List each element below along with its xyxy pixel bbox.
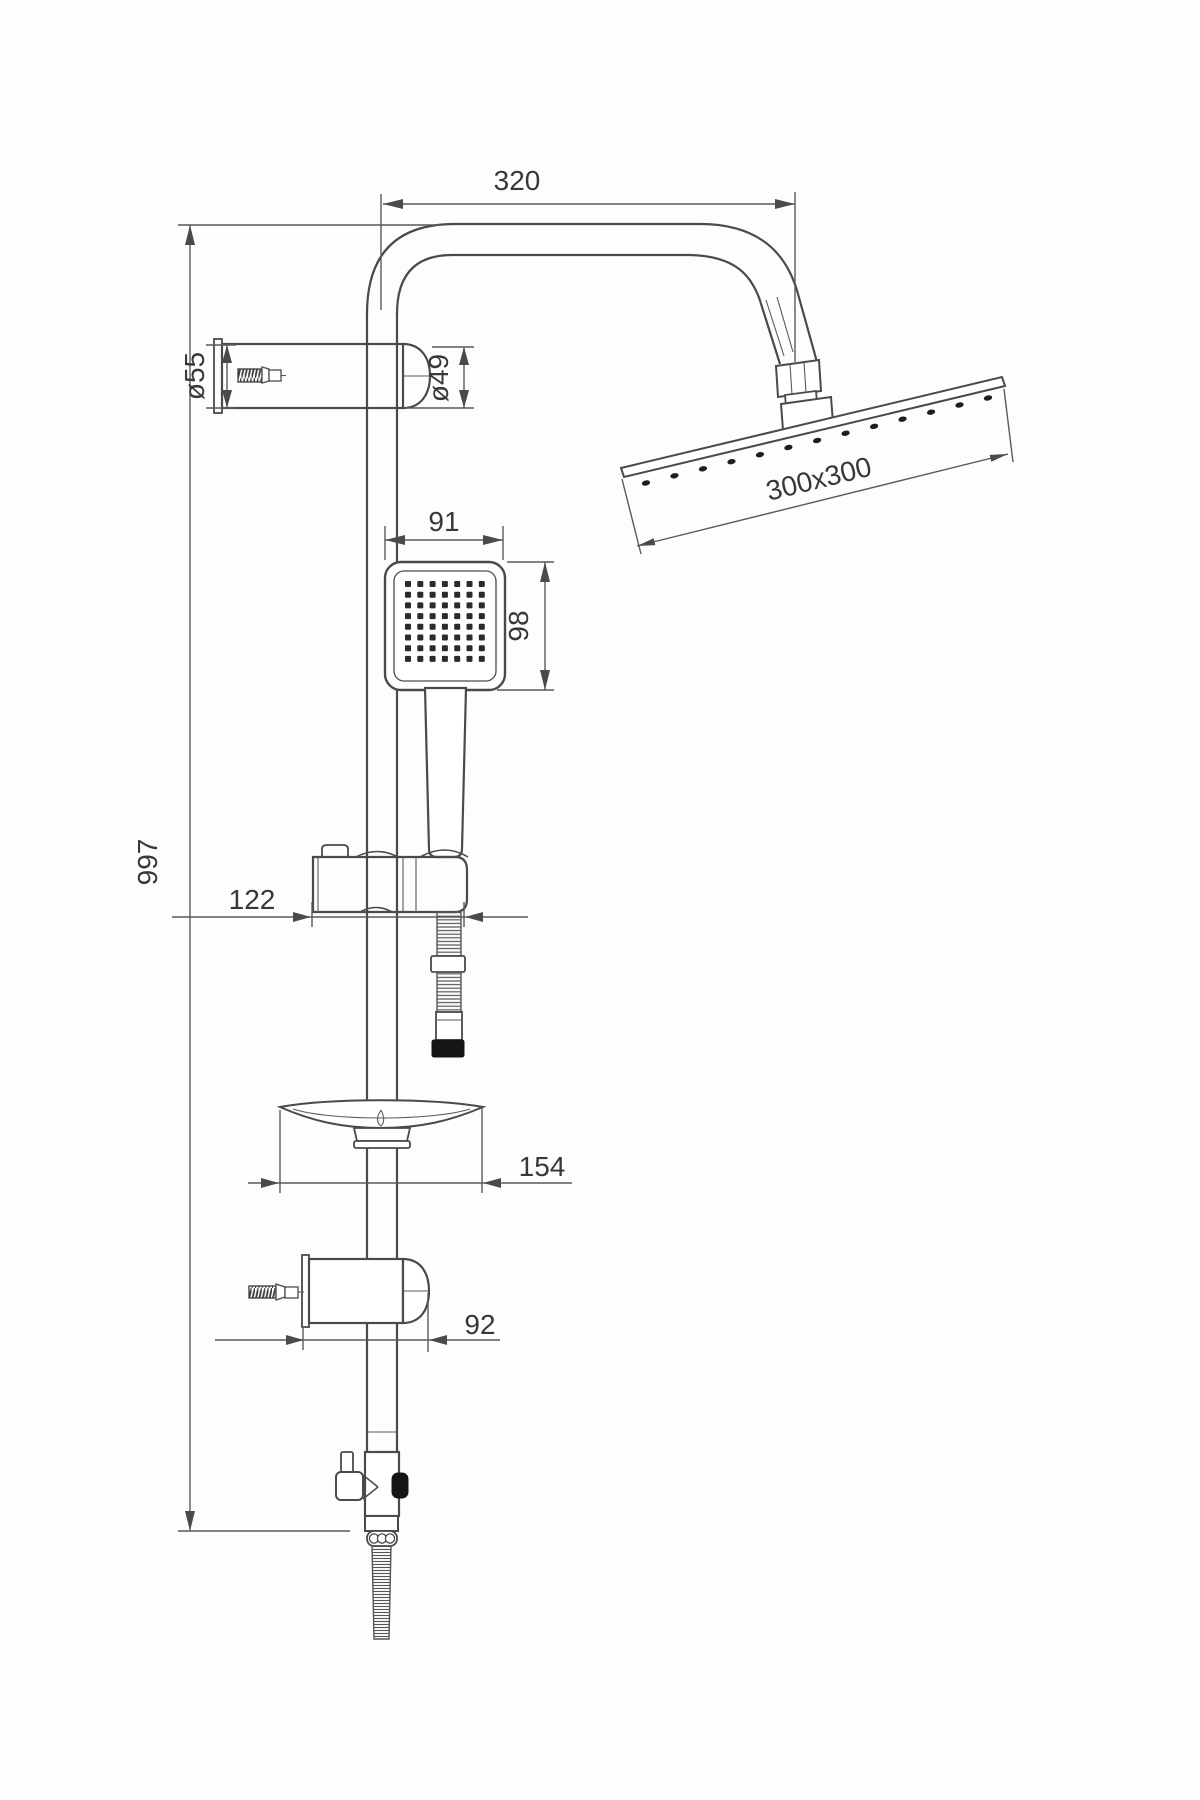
dim-label-300x300: 300x300 — [763, 451, 875, 507]
rain-head-nozzles — [641, 395, 993, 486]
wall-anchor-screw-top — [237, 366, 286, 384]
overhead-arm-pipe — [365, 222, 819, 365]
diverter-lever-stem — [340, 1451, 354, 1473]
dim-label-122: 122 — [229, 884, 276, 915]
lower-flexible-hose — [371, 1545, 392, 1640]
dimension-bracket-outer: ø55 — [179, 344, 236, 409]
dimension-handset-width: 91 — [384, 506, 504, 560]
dim-label-320: 320 — [494, 165, 541, 196]
dim-label-o55: ø55 — [179, 352, 210, 400]
hand-shower — [383, 560, 507, 859]
dim-label-98: 98 — [503, 610, 534, 641]
lower-wall-bracket — [248, 1254, 431, 1328]
hand-shower-nozzle-grid — [405, 581, 485, 662]
dim-label-o49: ø49 — [423, 354, 454, 402]
rain-shower-head-plate — [619, 375, 1007, 486]
dim-label-154: 154 — [519, 1151, 566, 1182]
hose-connector-cap — [431, 1039, 465, 1058]
dimension-lower-bracket: 92 — [215, 1293, 500, 1352]
dimension-soap-dish: 154 — [248, 1108, 572, 1193]
dim-label-92: 92 — [464, 1309, 495, 1340]
top-wall-bracket — [213, 338, 432, 414]
dimension-arm-reach: 320 — [380, 165, 796, 362]
diverter-valve — [335, 1431, 409, 1640]
dimension-column-height: 997 — [132, 224, 440, 1532]
dimension-handset-length: 98 — [497, 561, 554, 691]
soap-dish — [276, 1099, 487, 1149]
hand-shower-handle — [423, 686, 468, 859]
handset-hose — [430, 911, 466, 1058]
dim-label-997: 997 — [132, 839, 163, 886]
dim-label-91: 91 — [428, 506, 459, 537]
dimension-bracket-cover: ø49 — [405, 346, 474, 409]
diverter-lever — [335, 1471, 364, 1501]
dimension-slider-bracket: 122 — [172, 884, 528, 927]
wall-anchor-screw-bottom — [248, 1283, 304, 1301]
diverter-knob — [391, 1472, 409, 1499]
